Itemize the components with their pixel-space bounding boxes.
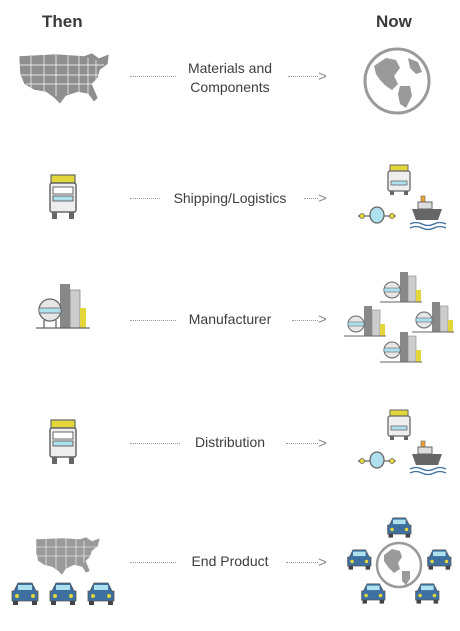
row-label-manufacturer: Manufacturer bbox=[188, 311, 272, 327]
factory-icon bbox=[36, 284, 90, 329]
chevron-right-icon: > bbox=[318, 311, 327, 328]
row-shipping: Shipping/Logistics > bbox=[0, 160, 460, 235]
row-materials: Materials and Components > bbox=[0, 45, 460, 115]
chevron-right-icon: > bbox=[318, 435, 327, 452]
chevron-right-icon: > bbox=[318, 68, 327, 85]
chevron-right-icon: > bbox=[318, 190, 327, 207]
row-distribution: Distribution > bbox=[0, 405, 460, 480]
chevron-right-icon: > bbox=[318, 554, 327, 571]
row-label-distribution: Distribution bbox=[194, 434, 266, 450]
row-manufacturer: Manufacturer > bbox=[0, 270, 460, 370]
header-then: Then bbox=[42, 12, 83, 31]
globe-icon bbox=[363, 47, 431, 115]
row-label-end-product: End Product bbox=[191, 553, 269, 569]
row-end-product: End Product > bbox=[0, 515, 460, 625]
truck-plane-ship-icon bbox=[358, 164, 446, 231]
usa-map-cars-icon bbox=[11, 536, 115, 605]
header-now: Now bbox=[376, 12, 412, 31]
usa-map-icon bbox=[18, 52, 110, 105]
truck-icon bbox=[49, 419, 77, 464]
row-label-shipping: Shipping/Logistics bbox=[173, 190, 287, 206]
truck-plane-ship-icon bbox=[358, 409, 446, 476]
row-label-materials: Materials and Components bbox=[187, 60, 273, 95]
factories-cluster-icon bbox=[344, 272, 454, 363]
globe-cars-icon bbox=[347, 517, 452, 604]
truck-icon bbox=[49, 174, 77, 219]
